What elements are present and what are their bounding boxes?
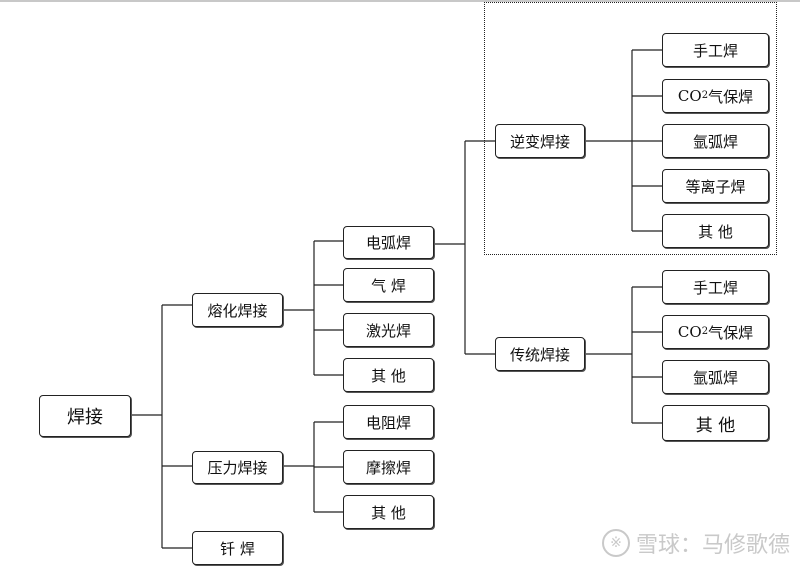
node-inverter-welding: 逆变焊接: [495, 124, 585, 158]
node-friction-welding: 摩擦焊: [343, 450, 434, 484]
node-welding: 焊接: [39, 395, 131, 437]
co2-prefix: CO: [677, 323, 702, 341]
node-brazing: 钎 焊: [192, 531, 283, 565]
node-arc-welding: 电弧焊: [343, 226, 434, 259]
watermark-text: 雪球：马修歌德: [635, 533, 790, 558]
node-trad-other: 其 他: [662, 405, 769, 441]
snowball-logo-icon: ※: [601, 529, 630, 557]
node-trad-argon: 氩弧焊: [662, 360, 769, 394]
co2-suffix: 气保焊: [708, 87, 754, 106]
node-inv-plasma: 等离子焊: [662, 169, 769, 203]
co2-prefix: CO: [677, 87, 702, 105]
inverter-group-frame: [484, 2, 777, 255]
node-inv-other: 其 他: [662, 214, 769, 248]
node-inv-manual: 手工焊: [662, 33, 769, 67]
node-resistance-welding: 电阻焊: [343, 405, 434, 439]
node-pressure-welding: 压力焊接: [192, 451, 283, 484]
node-traditional-welding: 传统焊接: [495, 337, 585, 371]
co2-suffix: 气保焊: [708, 323, 754, 342]
watermark: ※ 雪球：马修歌德: [601, 527, 790, 559]
node-fusion-other: 其 他: [343, 358, 434, 392]
node-gas-welding: 气 焊: [343, 268, 434, 302]
node-inv-argon: 氩弧焊: [662, 124, 769, 158]
node-laser-welding: 激光焊: [343, 313, 434, 347]
top-border: [0, 0, 800, 2]
node-trad-manual: 手工焊: [662, 270, 769, 304]
node-pressure-other: 其 他: [343, 495, 434, 529]
node-fusion-welding: 熔化焊接: [192, 293, 283, 327]
